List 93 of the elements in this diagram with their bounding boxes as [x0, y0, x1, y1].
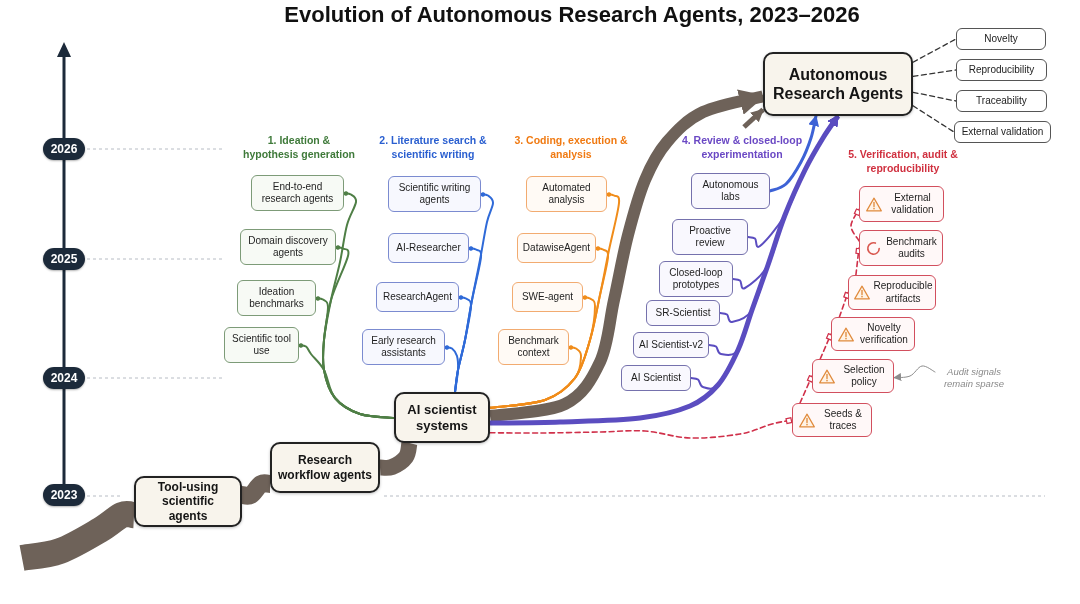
system-label: AI-Researcher — [396, 241, 461, 255]
audit-box — [859, 186, 944, 222]
audit-box — [831, 317, 915, 351]
year-badge — [43, 248, 85, 270]
audit-label: External validation — [890, 191, 935, 217]
year-badge — [43, 484, 85, 506]
year-text: 2023 — [50, 489, 78, 501]
system-label: Closed-loop prototypes — [668, 266, 724, 292]
system-box — [633, 332, 709, 358]
audit-box — [848, 275, 936, 310]
group-heading: 1. Ideation & hypothesis generation — [242, 134, 356, 162]
system-box — [621, 365, 691, 391]
criterion-box — [956, 90, 1047, 112]
stage-box — [270, 442, 380, 493]
system-box — [659, 261, 733, 297]
system-label: Early research assistants — [370, 334, 437, 360]
system-box — [646, 300, 720, 326]
year-badge — [43, 367, 85, 389]
criterion-label: Traceability — [976, 95, 1027, 107]
stage-box — [763, 52, 913, 116]
criterion-box — [956, 28, 1046, 50]
system-label: DatawiseAgent — [522, 241, 591, 255]
system-label: Domain discovery agents — [247, 234, 329, 260]
dashed-connector — [912, 69, 957, 77]
system-box — [240, 229, 336, 265]
audit-label: Novelty verification — [859, 321, 909, 347]
arrow — [768, 114, 820, 193]
system-box — [672, 219, 748, 255]
group-heading: 3. Coding, execution & analysis — [513, 134, 629, 162]
trunk-arrow — [742, 107, 765, 129]
audit-label: Seeds & traces — [823, 407, 863, 433]
system-box — [362, 329, 445, 365]
criterion-box — [956, 59, 1047, 81]
system-box — [517, 233, 596, 263]
system-box — [691, 173, 770, 209]
leader-line — [893, 365, 936, 382]
audit-label: Benchmark audits — [885, 235, 938, 261]
system-label: Automated analysis — [541, 181, 592, 207]
dashed-connector — [912, 91, 957, 102]
system-label: Benchmark context — [507, 334, 560, 360]
system-box — [251, 175, 344, 211]
group-heading: 4. Review & closed-loop experimentation — [680, 134, 804, 162]
group-heading: 5. Verification, audit & reproducibility — [847, 148, 959, 176]
system-box — [388, 233, 469, 263]
year-badge — [43, 138, 85, 160]
branch-line — [444, 345, 460, 393]
system-box — [224, 327, 299, 363]
system-box — [388, 176, 481, 212]
criterion-label: Novelty — [984, 33, 1018, 45]
criterion-label: External validation — [961, 126, 1044, 138]
system-label: Proactive review — [688, 224, 732, 250]
criterion-box — [954, 121, 1051, 143]
stage-title: Autonomous Research Agents — [771, 64, 905, 104]
stage-box — [394, 392, 490, 443]
year-text: 2025 — [50, 253, 78, 265]
system-box — [237, 280, 316, 316]
system-label: Autonomous labs — [701, 178, 760, 204]
system-label: Scientific tool use — [231, 332, 292, 358]
system-label: SR-Scientist — [655, 306, 711, 320]
note-text: Audit signals remain sparse — [935, 366, 1013, 396]
audit-box — [859, 230, 943, 266]
year-text: 2026 — [50, 143, 78, 155]
branch-line — [298, 343, 395, 419]
audit-box — [812, 359, 894, 393]
trunk-arrow — [489, 114, 841, 426]
audit-box — [792, 403, 872, 437]
dashed-connector — [912, 105, 955, 133]
stage-box — [134, 476, 242, 527]
group-heading: 2. Literature search & scientific writing — [378, 134, 488, 162]
diagram-title: Evolution of Autonomous Research Agents, 2023–2026 — [283, 2, 861, 28]
criterion-label: Reproducibility — [968, 64, 1035, 76]
audit-label: Selection policy — [842, 363, 886, 389]
system-label: AI Scientist-v2 — [639, 338, 703, 352]
audit-label: Reproducible artifacts — [873, 280, 933, 305]
system-label: End-to-end research agents — [260, 180, 335, 206]
arrow — [690, 115, 839, 390]
stage-title: Tool-using scientific agents — [156, 479, 220, 524]
system-label: ResearchAgent — [383, 290, 452, 304]
stage-title: Research workflow agents — [278, 453, 372, 482]
stage-title: AI scientist systems — [406, 401, 478, 434]
system-box — [512, 282, 583, 312]
system-box — [526, 176, 607, 212]
dashed-connector — [912, 38, 957, 63]
year-text: 2024 — [50, 372, 78, 384]
system-box — [376, 282, 459, 312]
system-label: Scientific writing agents — [397, 181, 472, 207]
system-label: Ideation benchmarks — [248, 285, 305, 311]
system-label: SWE-agent — [521, 290, 574, 304]
trunk-band — [240, 474, 272, 505]
branch-line — [489, 345, 582, 409]
dashed-connector — [489, 417, 793, 439]
system-label: AI Scientist — [631, 371, 681, 385]
system-box — [498, 329, 569, 365]
